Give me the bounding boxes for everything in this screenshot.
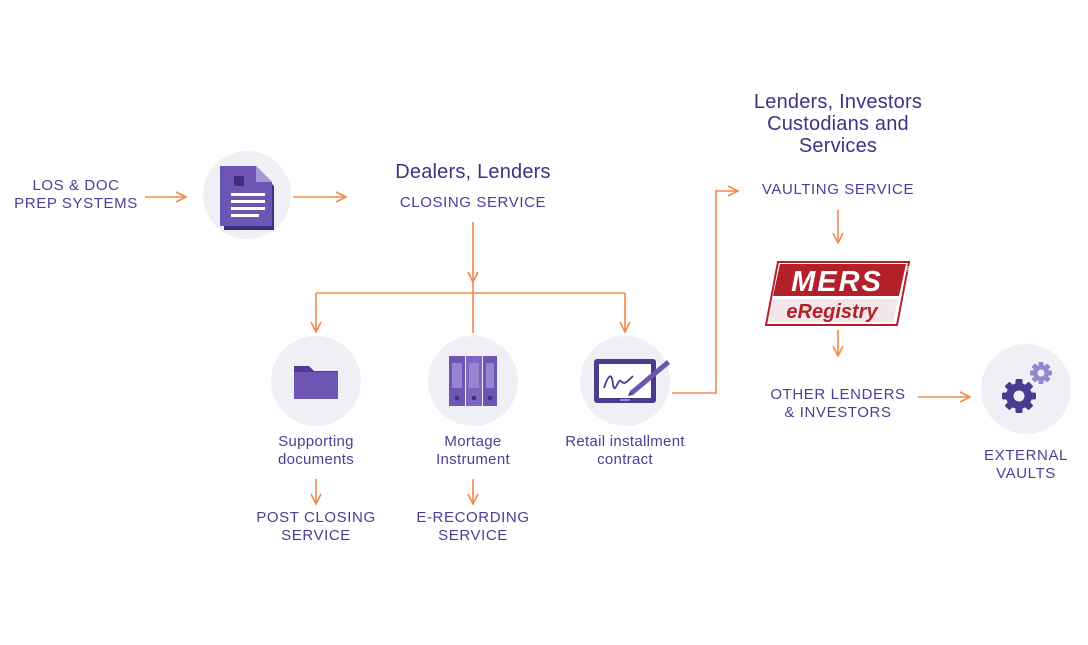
vaulting-service-label: VAULTING SERVICE: [761, 181, 915, 198]
closing-service-label: CLOSING SERVICE: [399, 194, 547, 211]
post-closing-service-label: POST CLOSING SERVICE: [256, 509, 376, 544]
signature-tablet-icon: [594, 359, 670, 403]
mers-brand-text: MERS: [791, 266, 883, 298]
gears-icon: [1002, 362, 1052, 413]
e-recording-service-label: E-RECORDING SERVICE: [416, 509, 530, 544]
source-systems-label: LOS & DOC PREP SYSTEMS: [14, 177, 138, 212]
mortgage-instrument-label: Mortage Instrument: [436, 433, 510, 468]
other-lenders-label: OTHER LENDERS & INVESTORS: [770, 386, 906, 421]
document-icon: [220, 166, 274, 230]
binders-icon: [449, 356, 497, 406]
closing-title: Dealers, Lenders: [395, 161, 551, 183]
retail-contract-label: Retail installment contract: [565, 433, 685, 468]
mers-product-text: eRegistry: [786, 301, 878, 323]
supporting-documents-label: Supporting documents: [277, 433, 355, 468]
mers-eregistry-logo: MERS eRegistry ®: [764, 261, 911, 326]
folder-icon: [294, 366, 338, 399]
external-vaults-label: EXTERNAL VAULTS: [984, 447, 1068, 482]
mers-registered-mark: ®: [905, 265, 911, 274]
arrow-tablet-to-vaulting: [672, 191, 738, 394]
vaulting-title: Lenders, Investors Custodians and Servic…: [753, 91, 923, 157]
